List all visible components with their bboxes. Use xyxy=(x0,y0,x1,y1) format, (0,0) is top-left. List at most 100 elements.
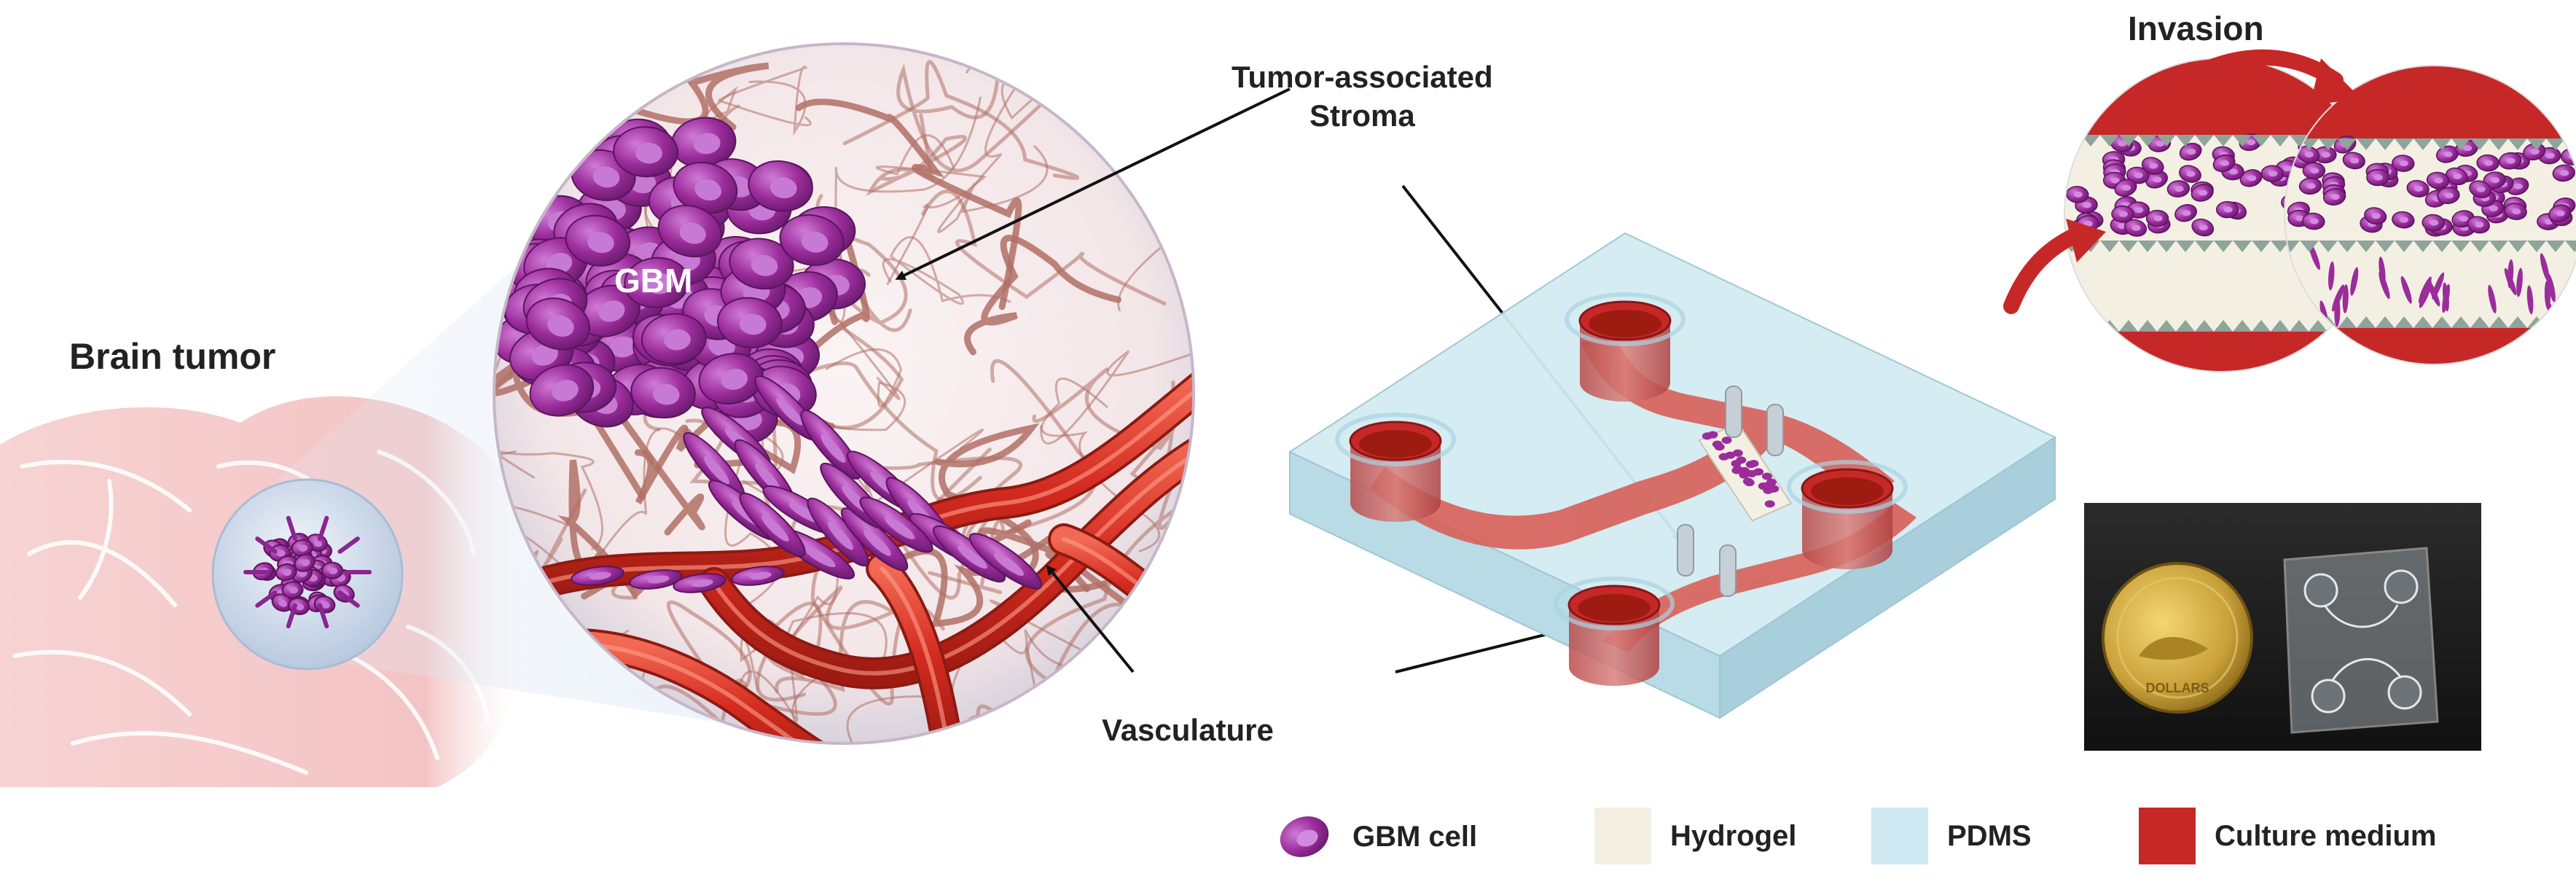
gbm-cell xyxy=(859,496,933,553)
gbm-cell xyxy=(2504,203,2527,220)
gbm-cell xyxy=(2366,168,2389,187)
stroma-fibre xyxy=(842,60,1080,180)
gbm-cell xyxy=(716,297,783,348)
chip-cell xyxy=(1764,500,1775,508)
gbm-cell xyxy=(2179,165,2201,183)
gbm-cell xyxy=(2467,216,2490,234)
gbm-cell xyxy=(2126,166,2150,184)
invading-cell xyxy=(2400,276,2412,304)
gbm-cell xyxy=(2323,188,2346,206)
gbm-cell xyxy=(673,573,727,593)
gbm-cell xyxy=(576,284,641,337)
invading-cell xyxy=(2334,297,2341,327)
gbm-cell xyxy=(2548,204,2572,222)
invasion-panel xyxy=(2003,49,2576,372)
gbm-cell xyxy=(275,563,297,582)
device-photo: DOLLARS xyxy=(2084,503,2481,751)
chip-cell xyxy=(1732,449,1743,457)
stroma-fibre xyxy=(496,152,553,265)
invading-cell xyxy=(2547,273,2556,302)
stroma-fibre xyxy=(828,456,1024,558)
chip-cell xyxy=(1758,482,1769,490)
chip-cell xyxy=(1702,432,1712,440)
gbm-cell xyxy=(2435,145,2459,163)
stroma-fibre xyxy=(964,235,1122,356)
gbm-cell xyxy=(2302,212,2325,230)
gbm-cell xyxy=(2426,171,2450,189)
tumor-zoom-small xyxy=(211,478,404,671)
gbm-cell xyxy=(2437,187,2460,205)
legend-pdms: PDMS xyxy=(1871,808,2032,864)
stroma-fibre xyxy=(1025,458,1184,685)
gbm-cell xyxy=(748,160,813,212)
legend-hydrogel: Hydrogel xyxy=(1594,808,1796,864)
stroma-fibre xyxy=(928,359,1097,595)
stroma-fibre xyxy=(1041,378,1161,552)
gbm-cell xyxy=(2111,206,2134,223)
chip-cell xyxy=(1731,460,1742,468)
legend-label: PDMS xyxy=(1947,819,2032,852)
invading-cell xyxy=(2328,261,2335,291)
invasion-arrow xyxy=(2145,49,2344,110)
invading-cell xyxy=(2379,271,2390,300)
legend-label: Culture medium xyxy=(2215,819,2437,852)
stroma-fibre xyxy=(1040,331,1192,445)
chip-cell xyxy=(1712,440,1723,448)
chip-cell xyxy=(1718,453,1729,461)
gbm-cell-icon xyxy=(1280,816,1329,857)
gbm-cell xyxy=(2212,154,2236,173)
gbm-cell xyxy=(2364,207,2387,225)
gbm-cell xyxy=(840,507,909,571)
gbm-cell xyxy=(571,566,625,586)
stroma-fibre xyxy=(937,58,1049,233)
stroma-fibre xyxy=(882,236,1011,305)
invading-cell xyxy=(2442,284,2450,313)
culture-medium-swatch xyxy=(2139,808,2196,864)
gbm-cell xyxy=(800,410,861,480)
brain-tumor-label: Brain tumor xyxy=(69,336,276,377)
gbm-cell xyxy=(2469,180,2491,198)
invading-cell xyxy=(2488,284,2497,313)
gbm-cell xyxy=(683,431,745,501)
gbm-cell xyxy=(2141,157,2164,175)
chip-cell xyxy=(1766,478,1777,486)
gbm-cell xyxy=(779,214,845,266)
medium-well xyxy=(1565,292,1686,402)
gbm-cell xyxy=(2191,218,2215,237)
microfluidic-chip xyxy=(1288,232,2057,719)
gbm-cell xyxy=(729,238,794,290)
chip-cell xyxy=(1753,468,1764,476)
gbm-cell xyxy=(698,353,764,405)
gbm-cell xyxy=(629,569,683,590)
chip-cell xyxy=(1732,465,1743,473)
stroma-fibre xyxy=(866,113,967,196)
gbm-cell xyxy=(2297,145,2320,164)
gbm-cell xyxy=(2392,211,2415,229)
invading-cell xyxy=(2540,253,2550,282)
gbm-cell xyxy=(2392,155,2415,172)
stroma-fibre xyxy=(496,423,603,550)
gbm-cell xyxy=(613,126,679,178)
pdms-swatch xyxy=(1871,808,1928,864)
gbm-cell xyxy=(281,581,304,599)
gbm-cell xyxy=(294,553,316,572)
gbm-cell xyxy=(641,313,707,364)
invading-cell xyxy=(2342,284,2349,313)
gbm-cell xyxy=(565,214,631,267)
invading-cell xyxy=(2516,267,2523,297)
gbm-cell xyxy=(2260,165,2285,183)
gbm-cell xyxy=(2179,142,2202,161)
stroma-fibre xyxy=(1091,45,1192,90)
gbm-cell xyxy=(2114,179,2137,197)
medium-well xyxy=(1335,413,1456,522)
gbm-cell xyxy=(525,297,590,351)
gbm-cell xyxy=(731,566,785,586)
invading-cell xyxy=(2504,267,2517,296)
gbm-cell xyxy=(2483,171,2506,189)
medium-well xyxy=(1554,577,1675,686)
invading-cell xyxy=(2419,281,2432,308)
gbm-cell xyxy=(321,561,343,579)
gbm-cell xyxy=(2498,152,2522,170)
legend-gbm-cell: GBM cell xyxy=(1275,808,1477,866)
